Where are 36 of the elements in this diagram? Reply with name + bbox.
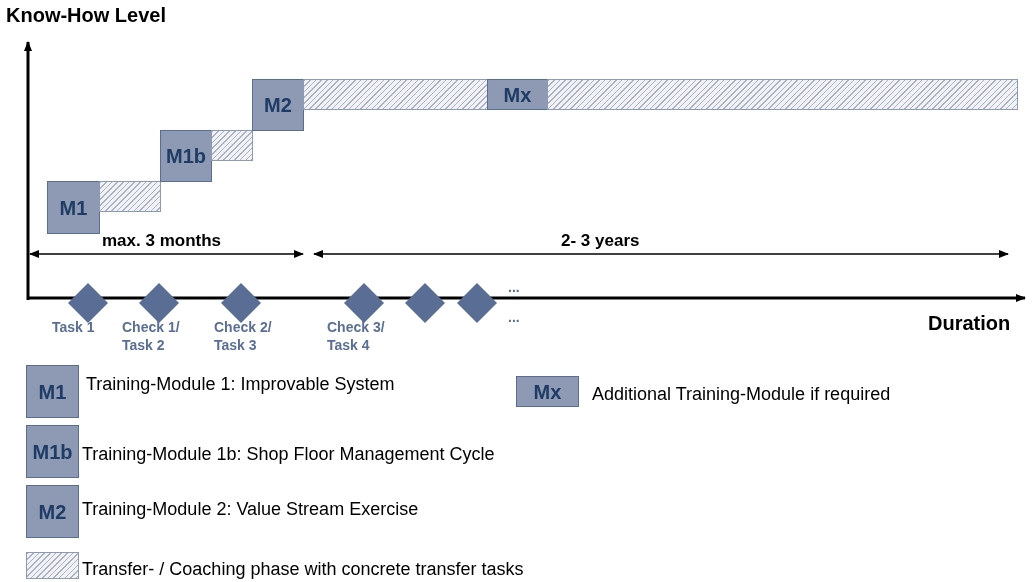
module-code: Mx xyxy=(503,84,532,105)
milestone-diamond xyxy=(221,283,261,323)
module-code: M1 xyxy=(59,197,88,218)
legend-text: Training-Module 1: Improvable System xyxy=(86,374,395,395)
module-box xyxy=(487,79,548,110)
module-box xyxy=(252,79,304,131)
legend-text: Additional Training-Module if required xyxy=(592,384,891,405)
milestone-diamond xyxy=(344,283,384,323)
module-code: M2 xyxy=(38,501,67,522)
hatched-bar xyxy=(547,79,1018,110)
ellipsis-label: ... xyxy=(508,280,520,296)
hatched-bar xyxy=(211,130,253,161)
module-code: Mx xyxy=(533,381,562,402)
milestone-diamond xyxy=(405,283,445,323)
axis-title: Duration xyxy=(928,312,1011,334)
ellipsis-label: ... xyxy=(508,310,520,326)
module-code: M1b xyxy=(166,146,206,166)
module-box xyxy=(47,181,100,234)
module-box xyxy=(160,130,212,182)
hatched-bar xyxy=(99,181,161,212)
milestone-diamond xyxy=(139,283,179,323)
milestone-label: Check 3/ Task 4 xyxy=(327,318,386,354)
legend-text: Training-Module 1b: Shop Floor Management Cycle xyxy=(82,444,495,465)
milestone-label: Check 2/ Task 3 xyxy=(214,318,273,354)
module-code: M1 xyxy=(38,381,67,402)
dimension-label: max. 3 months xyxy=(102,232,222,251)
milestone-diamond xyxy=(457,283,497,323)
milestone-diamond xyxy=(68,283,108,323)
legend-text: Transfer- / Coaching phase with concrete transfer tasks xyxy=(82,559,524,580)
hatched-bar xyxy=(303,79,488,110)
module-code: M2 xyxy=(264,95,292,115)
axis-title: Know-How Level xyxy=(6,4,166,26)
dimension-label: 2- 3 years xyxy=(561,232,640,251)
milestone-label: Check 1/ Task 2 xyxy=(122,318,181,354)
legend-text: Training-Module 2: Value Stream Exercise xyxy=(82,499,419,520)
module-code: M1b xyxy=(32,441,73,462)
